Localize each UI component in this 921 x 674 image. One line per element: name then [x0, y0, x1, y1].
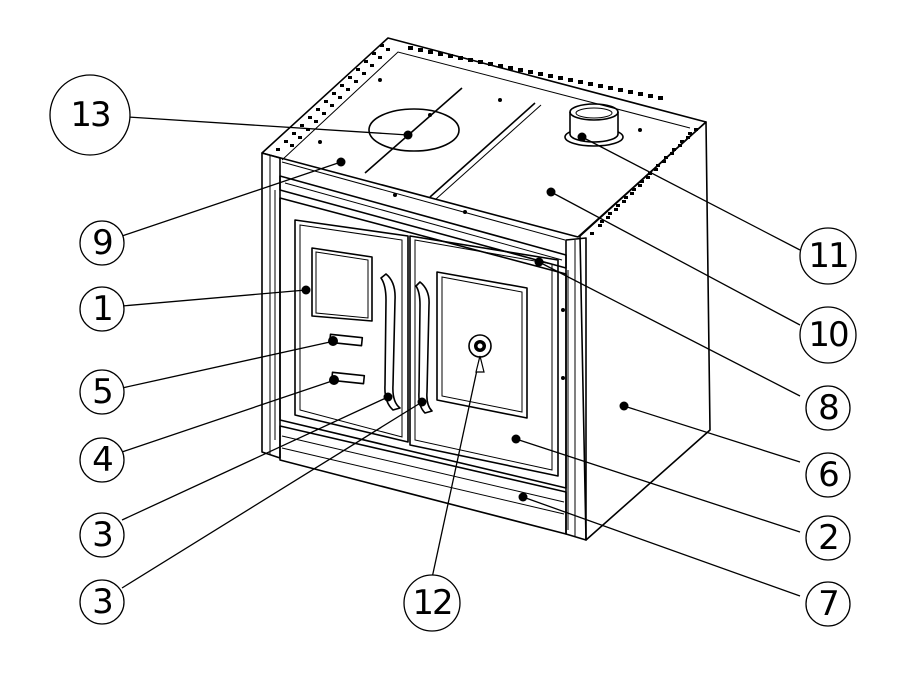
- callout-8: 8: [805, 385, 851, 431]
- leader-12: [431, 355, 481, 579]
- callout-label-7: 7: [818, 584, 838, 624]
- callout-label-8: 8: [818, 388, 838, 428]
- callout-5: 5: [79, 369, 125, 415]
- right-door: [409, 235, 559, 477]
- right-side-panel: [579, 121, 711, 541]
- callout-1: 1: [79, 286, 125, 332]
- left-post: [261, 152, 281, 459]
- left-door-handle: [380, 273, 401, 411]
- callout-label-11: 11: [808, 236, 847, 276]
- thermometer: [468, 334, 492, 358]
- callout-label-12: 12: [412, 583, 451, 623]
- callout-label-4: 4: [92, 440, 112, 480]
- plinth: [279, 425, 567, 535]
- leader-13: [127, 116, 409, 136]
- stove-body: [261, 37, 711, 541]
- callout-label-2: 2: [818, 518, 838, 558]
- callout-3a: 3: [79, 512, 125, 558]
- callout-9: 9: [79, 220, 125, 266]
- rear-vent-slots: [408, 46, 663, 100]
- leader-10: [550, 191, 801, 326]
- callout-2: 2: [805, 515, 851, 561]
- callout-label-1: 1: [92, 289, 112, 329]
- callout-label-10: 10: [808, 315, 848, 355]
- callout-13: 13: [49, 74, 131, 156]
- leader-1: [121, 289, 307, 307]
- leader-4: [121, 380, 333, 453]
- left-door-glass: [311, 247, 373, 322]
- callout-label-5: 5: [92, 372, 112, 412]
- air-control-upper: [328, 333, 364, 347]
- leader-7: [522, 496, 801, 597]
- right-door-handle: [415, 281, 433, 414]
- leader-9: [121, 161, 342, 237]
- leader-5: [121, 341, 331, 389]
- leader-11: [581, 136, 801, 251]
- leader-6: [623, 405, 801, 463]
- callout-label-3b: 3: [92, 582, 112, 622]
- top-surface: [261, 37, 707, 238]
- callout-12: 12: [403, 574, 461, 632]
- callout-label-9: 9: [92, 223, 112, 263]
- flue-collar: [564, 103, 624, 147]
- leader-3a: [121, 396, 389, 521]
- callouts: 13 9 1 5 4 3 3 12: [49, 74, 857, 632]
- callout-6: 6: [805, 452, 851, 498]
- leaders: [121, 116, 801, 597]
- callout-label-6: 6: [818, 455, 838, 495]
- leader-3b: [121, 401, 423, 589]
- air-control-lower: [329, 371, 366, 385]
- callout-11: 11: [799, 227, 857, 285]
- right-door-glass: [436, 271, 528, 419]
- callout-4: 4: [79, 437, 125, 483]
- callout-7: 7: [805, 581, 851, 627]
- callout-label-3a: 3: [92, 515, 112, 555]
- right-vent-slots: [590, 128, 698, 235]
- callout-10: 10: [799, 306, 857, 364]
- callout-label-13: 13: [70, 95, 109, 135]
- hotplate-ring: [368, 108, 460, 152]
- leader-2: [515, 438, 801, 533]
- left-vent-slots: [276, 44, 390, 151]
- callout-3b: 3: [79, 579, 125, 625]
- leader-8: [538, 261, 801, 397]
